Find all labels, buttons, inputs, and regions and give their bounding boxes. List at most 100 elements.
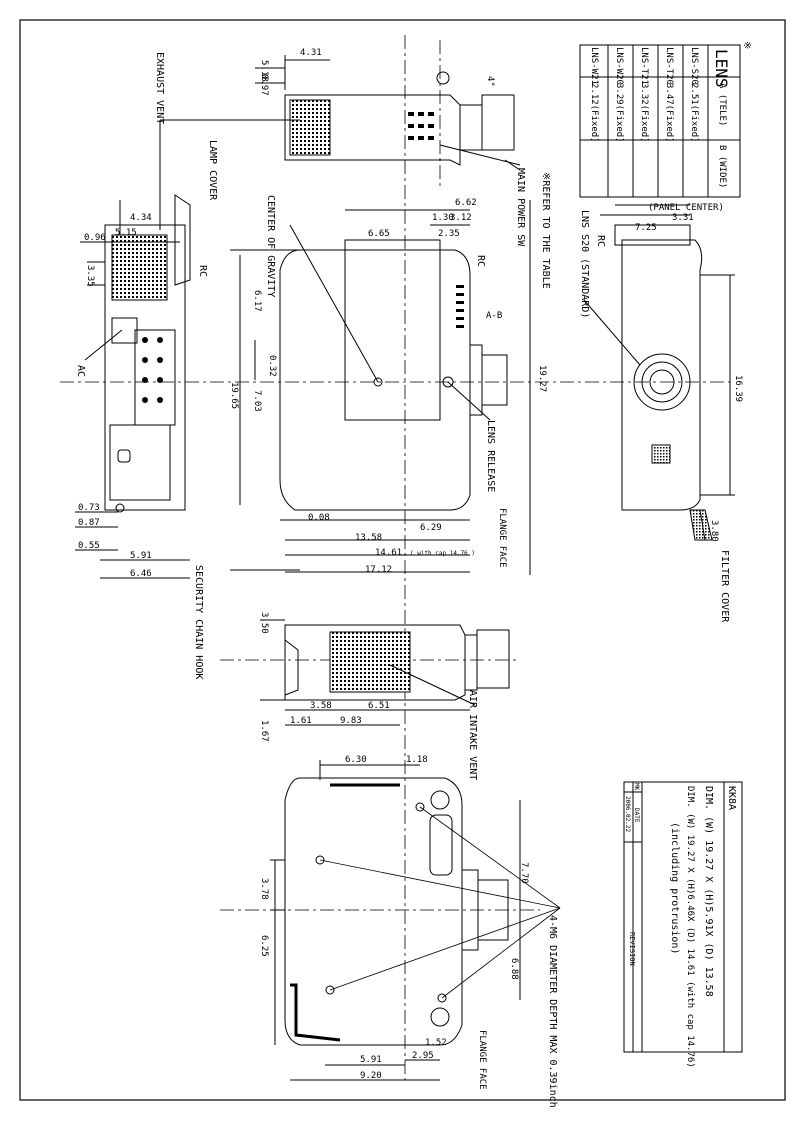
dim-6-62: 6.62 [455,198,477,208]
label-rc-top: RC [197,265,208,277]
lens-row-model: LNS-W20 [614,47,624,85]
dim-6-17: 6.17 [252,290,262,312]
lens-row-a: 2.51(Fixed) [689,83,699,143]
dim-17-12: 17.12 [365,565,392,575]
leader-ac [84,329,123,361]
label-lamp-cover: LAMP COVER [207,140,218,201]
title-date-value: 2006.02.22 [624,796,631,833]
dim-1-67: 1.67 [259,720,269,742]
top-side-view [255,55,521,171]
title-line2: DIM. (W) 19.27 X (H)6.46X (D) 14.61 (wit… [685,786,695,1068]
front-view [230,200,531,575]
dim-19-27a: 19.27 [537,365,547,392]
lens-table-title: LENS [712,49,731,88]
right-side-view [600,204,735,541]
dim-0-55: 0.55 [78,541,100,551]
label-m6-holes: 4-M6 DIAMETER DEPTH MAX 0.39inch [547,915,558,1108]
lens-table-mark: ※ [741,41,752,49]
dim-0-32: 0.32 [267,355,277,377]
label-lns-standard: LNS S20 (STANDARD) [579,210,590,318]
dim-6-46: 6.46 [130,569,152,579]
dim-14-61: 14.61 [375,548,402,558]
label-a-b: A-B [486,311,502,321]
dim-3-78: 3.78 [259,878,269,900]
title-revision: REVISION [628,932,636,966]
dim-3-12: 3.12 [450,213,472,223]
dim-3-50: 3.50 [259,612,269,634]
dim-6-51: 6.51 [368,701,390,711]
dim-2-35: 2.35 [438,229,460,239]
label-lens-release: LENS RELEASE [485,420,496,492]
dim-9-83: 9.83 [340,716,362,726]
leader-cog [289,224,379,383]
lens-col-b: B (WIDE) [717,145,727,188]
title-model: KK8A [726,786,737,810]
dim-13-58: 13.58 [355,533,382,543]
dim-19-65: 19.65 [229,382,239,409]
lens-col-a: A (TELE) [717,83,727,126]
dim-4-deg: 4° [485,76,495,87]
dim-1-30: 1.30 [432,213,454,223]
dim-0-97: 0.97 [259,74,269,96]
dim-6-65: 6.65 [368,229,390,239]
dim-4-34: 4.34 [130,213,152,223]
lens-row-a: 3.47(Fixed) [664,83,674,143]
dim-16-39: 16.39 [733,375,743,402]
lens-row-model: LNS-T21 [639,47,649,85]
dim-5-18: 5.18 [259,60,269,82]
dim-3-35: 3.35 [85,265,95,287]
lens-row-a: 2.12(Fixed) [589,83,599,143]
bottom-side-view [260,619,510,726]
leader-lns-standard [583,299,641,366]
label-security-chain-hook: SECURITY CHAIN HOOK [193,565,204,679]
label-ac: AC [75,365,86,377]
sheet-border [19,19,786,1101]
label-air-intake-vent: AIR INTAKE VENT [467,690,478,780]
dim-7-70: 7.70 [519,862,529,884]
dim-0-96: 0.96 [84,233,106,243]
lens-row-model: LNS-S20 [689,47,699,85]
dim-5-91b: 5.91 [360,1055,382,1065]
label-main-power-sw: MAIN POWER SW [515,168,526,247]
dim-7-03: 7.03 [252,390,262,412]
label-exhaust-vent: EXHAUST VENT [154,52,165,124]
label-rc-mid: RC [475,255,486,267]
leader-air-intake [389,664,476,706]
dim-6-30: 6.30 [345,755,367,765]
dim-1-18: 1.18 [406,755,428,765]
lens-row-a: 3.29(Fixed) [614,83,624,143]
dim-0-87: 0.87 [78,518,100,528]
dim-5-91a: 5.91 [130,551,152,561]
dim-0-08: 0.08 [308,513,330,523]
dim-2-95: 2.95 [412,1051,434,1061]
label-center-of-gravity: CENTER OF GRAVITY [265,195,276,297]
dim-1-52: 1.52 [425,1038,447,1048]
label-filter-cover: FILTER COVER [719,550,730,623]
dim-5-15: 5.15 [115,228,137,238]
lens-row-a: 3.32(Fixed) [639,83,649,143]
label-flange-face-bottom: FLANGE FACE [477,1030,487,1090]
dim-1-61: 1.61 [290,716,312,726]
title-block: KK8A DIM. (W) 19.27 X (H)5.91X (D) 13.58… [623,781,743,1068]
dim-9-20: 9.20 [360,1071,382,1081]
dim-7-25: 7.25 [635,223,657,233]
lens-row-model: LNS-T20 [664,47,674,85]
dim-6-88: 6.88 [509,958,519,980]
dim-6-25: 6.25 [259,935,269,957]
label-rc-right: RC [595,235,606,247]
lens-table: ※ LENS A (TELE) B (WIDE) LNS-S20 2.51(Fi… [579,41,752,198]
dim-4-31: 4.31 [300,48,322,58]
dim-6-29: 6.29 [420,523,442,533]
leader-main-power [439,144,521,166]
dim-3-58: 3.58 [310,701,332,711]
leader-lens-release [447,381,491,421]
title-line1: DIM. (W) 19.27 X (H)5.91X (D) 13.58 [703,786,714,997]
label-flange-face-top: FLANGE FACE [497,508,507,568]
title-mk: MK [633,783,640,791]
lens-row-model: LNS-W21 [589,47,599,85]
dim-0-73: 0.73 [78,503,100,513]
dim-3-80: 3.80 [709,520,719,542]
m6-leaders [319,806,561,999]
dim-3-31: 3.31 [672,213,694,223]
